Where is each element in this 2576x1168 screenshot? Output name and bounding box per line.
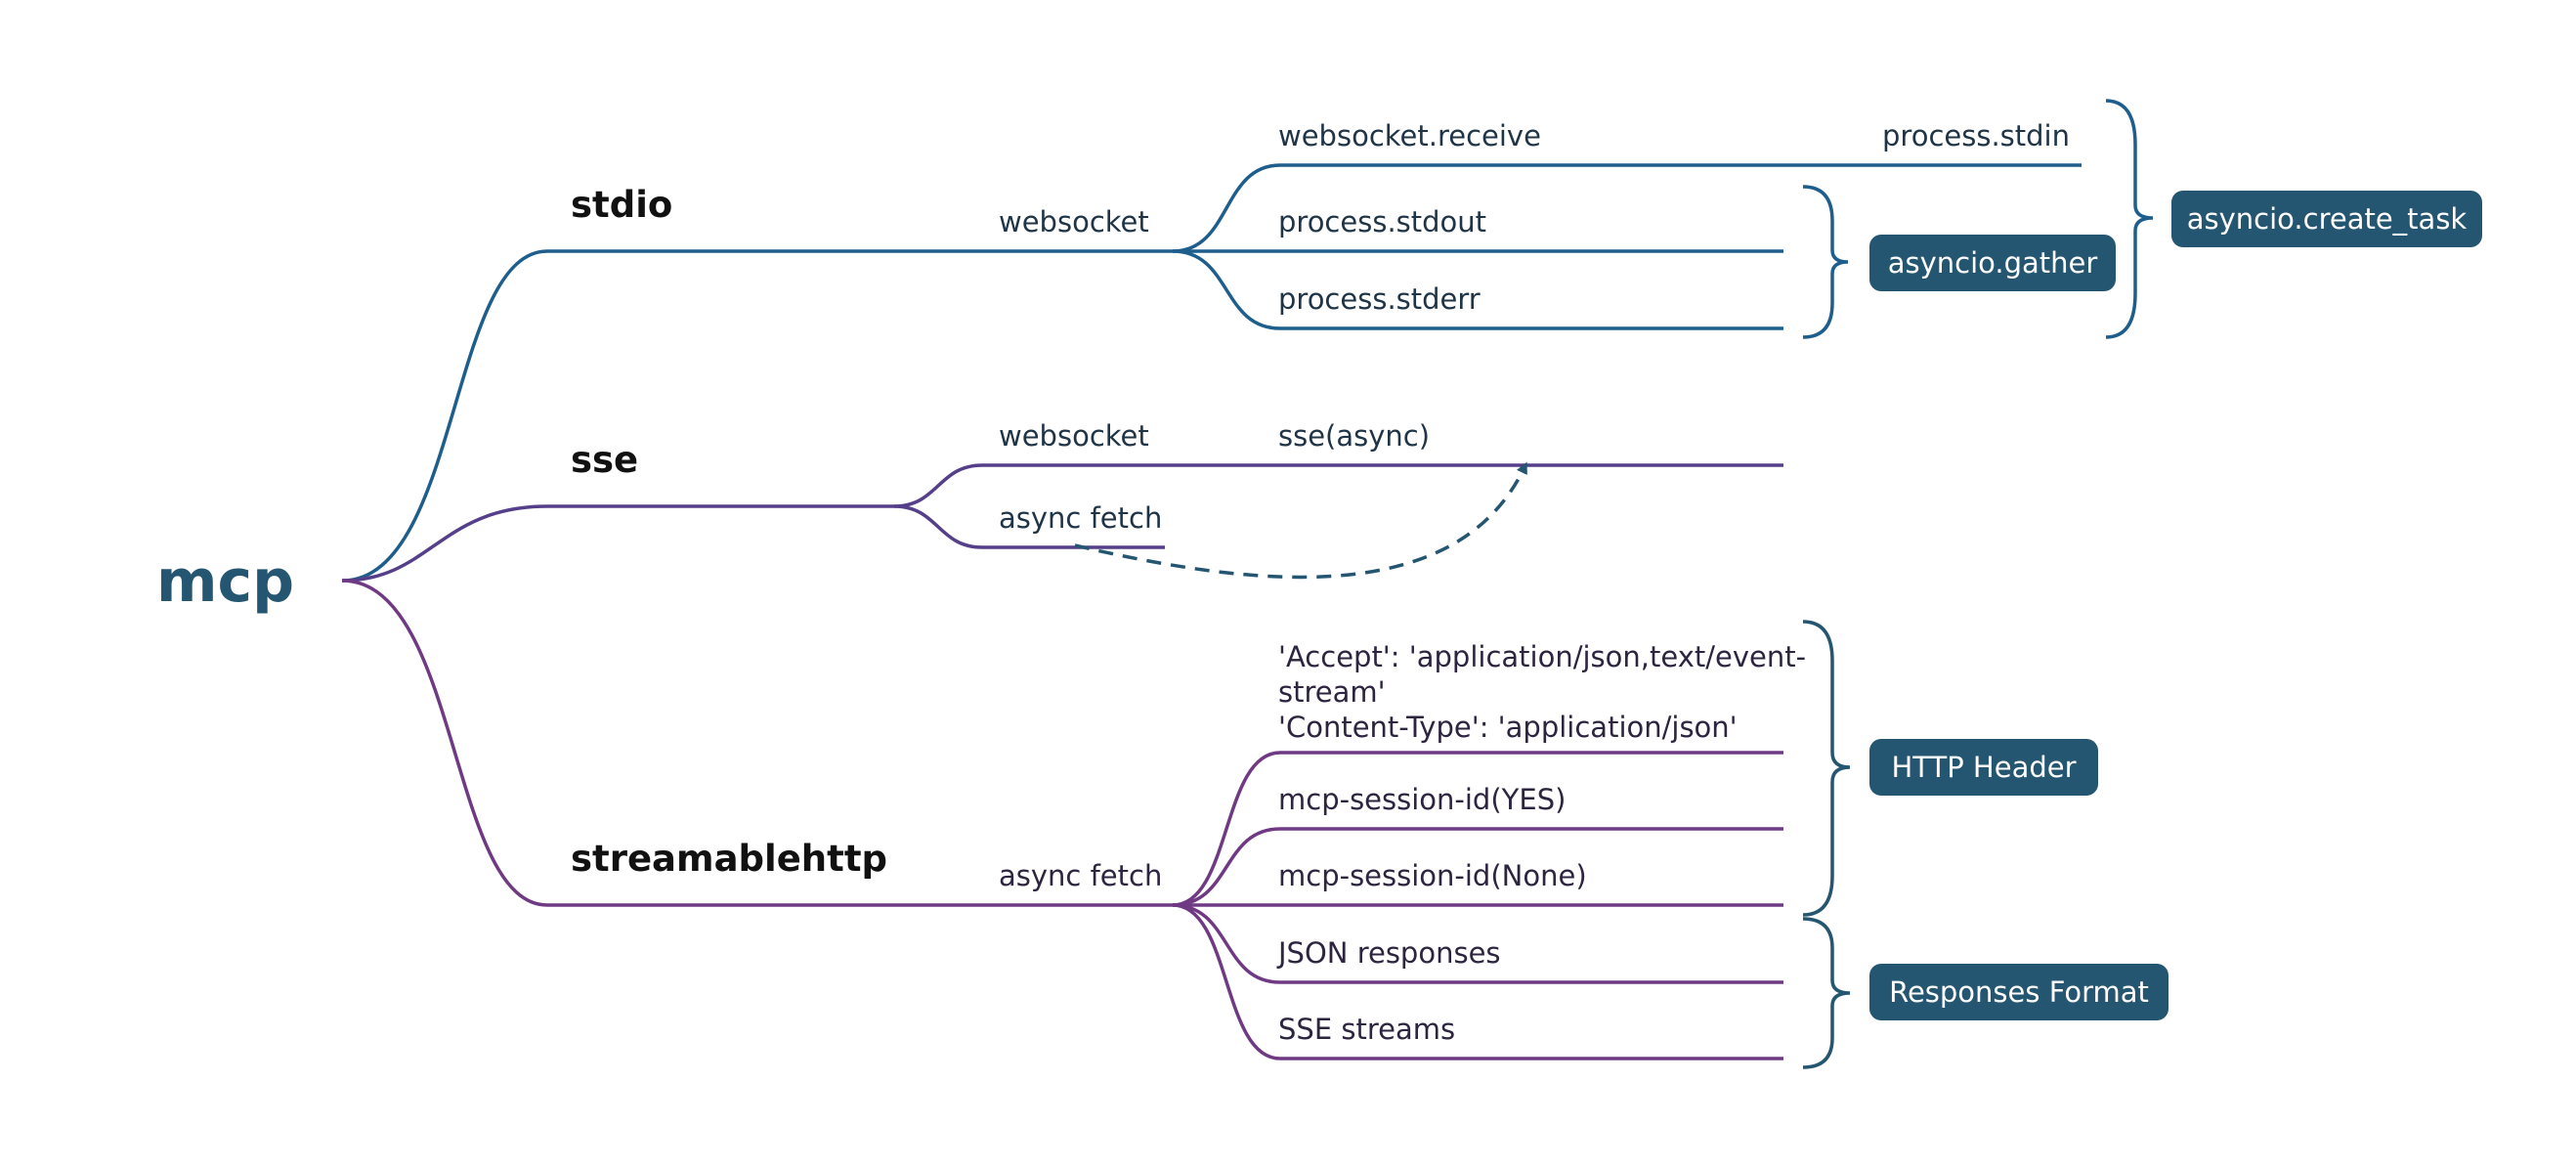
connector-root-sse: [341, 504, 894, 583]
connector-sse-async-fetch: [893, 504, 1165, 549]
summary-box-create-task: asyncio.create_task: [2171, 191, 2482, 247]
sse-streams-label: SSE streams: [1278, 1013, 1455, 1046]
bracket-gather: [1802, 185, 1849, 339]
websocket-receive-label: websocket.receive: [1278, 119, 1541, 152]
connector-process-stderr: [1172, 249, 1783, 330]
branch-sse: [341, 463, 1783, 583]
connector-session-yes: [1172, 827, 1783, 907]
summary-create-task-label: asyncio.create_task: [2187, 202, 2468, 236]
branch-stdio: [341, 99, 2154, 583]
summary-http-header-label: HTTP Header: [1891, 751, 2076, 784]
json-responses-label: JSON responses: [1276, 936, 1501, 970]
accept-header-label: 'Accept': 'application/json,text/event-: [1278, 640, 1806, 673]
bracket-http-header: [1802, 620, 1851, 917]
summary-box-responses-format-bg: [1869, 964, 2168, 1020]
session-id-yes-label: mcp-session-id(YES): [1278, 783, 1566, 816]
accept-header-continued-label: stream': [1278, 675, 1386, 709]
summary-gather-label: asyncio.gather: [1888, 246, 2098, 280]
branch-streamablehttp: [341, 579, 1783, 1060]
connector-sse-streams: [1172, 903, 1783, 1060]
stdio-websocket-label: websocket: [999, 205, 1149, 238]
connector-websocket-receive: [1172, 163, 2082, 253]
summary-box-gather: asyncio.gather: [1869, 235, 2116, 291]
brackets-streamablehttp: [1802, 620, 1851, 1069]
connector-root-stdio: [341, 249, 1173, 583]
sse-async-fetch-label: async fetch: [999, 501, 1162, 535]
process-stderr-label: process.stderr: [1278, 282, 1481, 316]
bracket-create-task: [2105, 99, 2154, 339]
async-to-sse-arrow: [1074, 461, 1527, 580]
connector-json-responses: [1172, 903, 1783, 984]
session-id-none-label: mcp-session-id(None): [1278, 859, 1587, 892]
summary-box-responses-format: Responses Format: [1869, 964, 2168, 1020]
summary-responses-format-label: Responses Format: [1889, 975, 2149, 1009]
content-type-header-label: 'Content-Type': 'application/json': [1278, 711, 1738, 744]
process-stdin-label: process.stdin: [1882, 119, 2070, 152]
connector-sse-websocket: [893, 463, 1783, 508]
root-node-label: mcp: [156, 547, 294, 616]
process-stdout-label: process.stdout: [1278, 205, 1486, 238]
connector-accept-header: [1172, 751, 1783, 907]
summary-box-http-header-bg: [1869, 739, 2098, 796]
summary-box-http-header: HTTP Header: [1869, 739, 2098, 796]
sse-async-label: sse(async): [1278, 419, 1430, 453]
bracket-responses-format: [1802, 917, 1851, 1069]
stdio-label: stdio: [571, 184, 672, 226]
sse-label: sse: [571, 439, 638, 481]
summary-box-gather-bg: [1869, 235, 2116, 291]
streamablehttp-async-fetch-label: async fetch: [999, 859, 1162, 892]
connector-root-streamablehttp: [341, 579, 1173, 907]
streamablehttp-label: streamablehttp: [571, 838, 887, 880]
sse-websocket-label: websocket: [999, 419, 1149, 453]
summary-box-create-task-bg: [2171, 191, 2482, 247]
